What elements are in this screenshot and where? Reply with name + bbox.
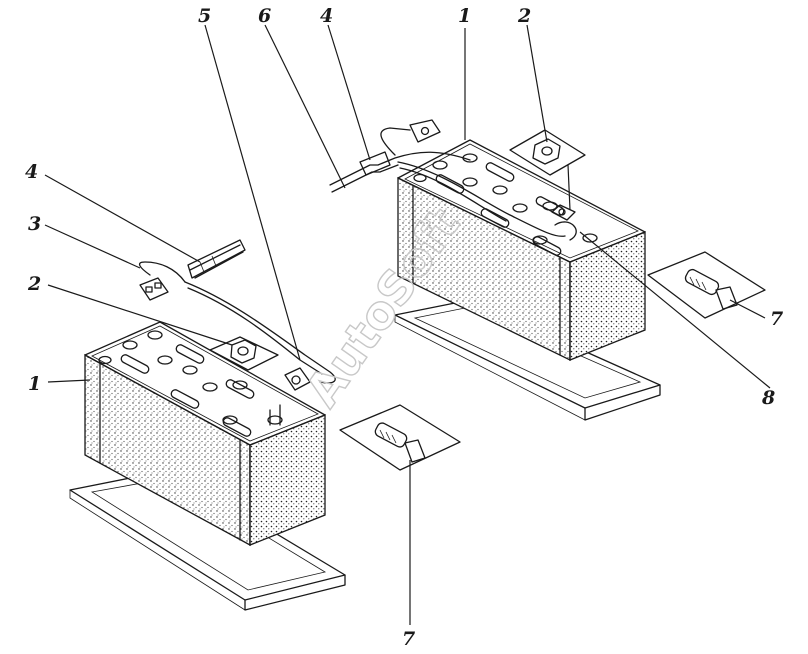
nut-detail-right (509, 129, 586, 176)
right-lead-clamp (409, 119, 441, 143)
callout-labels: 1 1 2 2 3 4 4 5 6 7 7 8 (25, 5, 783, 650)
left-battery-connector-bars (120, 344, 255, 437)
callout-2-right: 2 (517, 5, 531, 27)
callout-6: 6 (258, 5, 271, 27)
left-terminal-clamp (284, 367, 311, 391)
left-battery-cell-caps (98, 330, 283, 425)
right-battery-end-face (569, 231, 646, 361)
callout-1-left: 1 (28, 373, 41, 395)
left-battery (69, 321, 346, 611)
cable-5 (184, 281, 336, 384)
callout-7-right: 7 (770, 308, 783, 330)
watermark-text: AutoSoft (295, 198, 470, 416)
callout-3: 3 (28, 213, 41, 235)
left-battery-top (84, 321, 326, 446)
callout-1-right: 1 (458, 5, 471, 27)
left-battery-front-face (84, 353, 251, 547)
cables (138, 119, 577, 391)
callout-4-right: 4 (320, 5, 333, 27)
bolt-7-right (684, 268, 738, 310)
bolt-7-left (374, 422, 426, 463)
right-insulating-sleeve (359, 151, 391, 176)
right-battery (394, 139, 661, 421)
bolt-detail-right (647, 251, 766, 319)
callout-4-left: 4 (25, 161, 38, 183)
callout-7-bottom: 7 (402, 628, 415, 650)
bolt-detail-left (339, 404, 461, 471)
callout-2-left: 2 (27, 273, 41, 295)
right-battery-connector-bars (435, 162, 565, 256)
nut-2-left (230, 339, 257, 364)
left-battery-end-face (249, 414, 326, 546)
cable-8 (397, 161, 566, 237)
nut-2-right (532, 138, 561, 165)
callout-8: 8 (761, 387, 775, 409)
nut-detail-left (209, 336, 279, 371)
clamp-3 (139, 277, 169, 301)
right-battery-tray (394, 299, 661, 421)
right-battery-top (397, 139, 646, 263)
leader-lines (44, 24, 771, 625)
callout-5: 5 (198, 5, 211, 27)
left-insulating-sleeve (187, 239, 246, 279)
